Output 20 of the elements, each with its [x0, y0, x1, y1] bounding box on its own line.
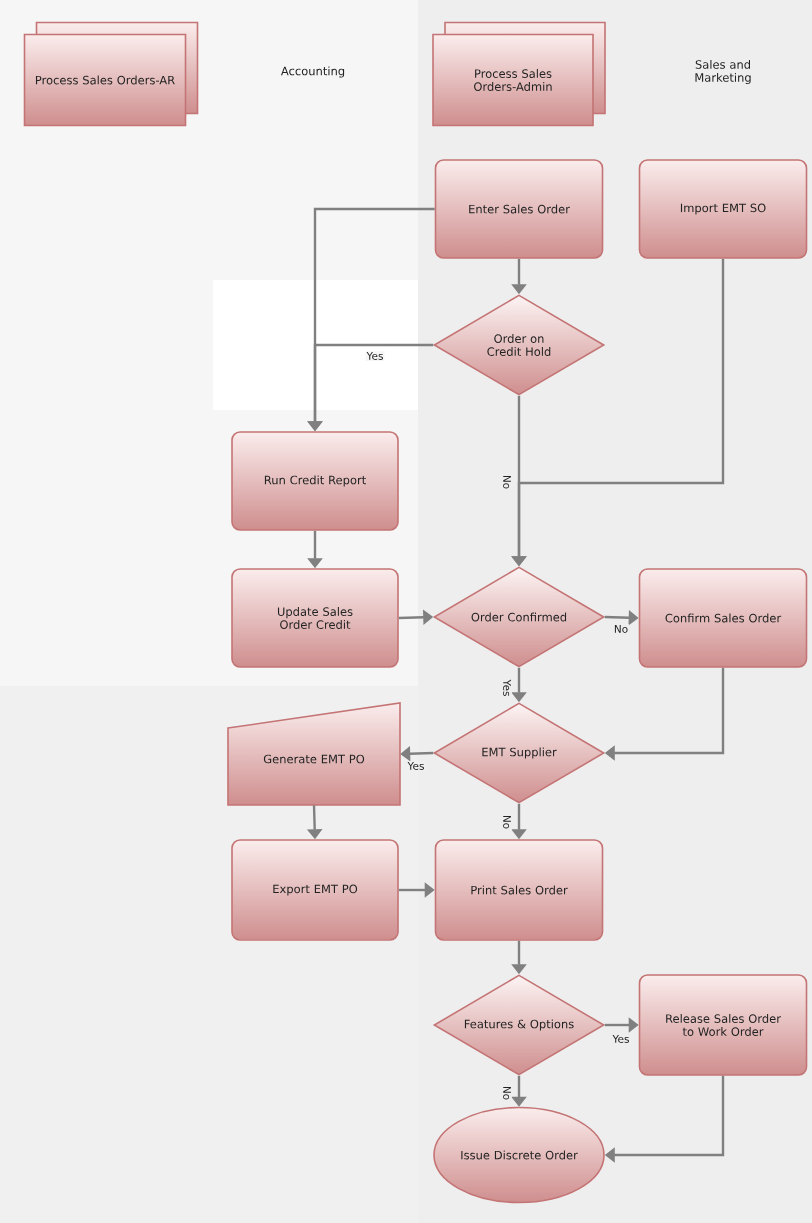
edge-label: No	[502, 813, 512, 831]
subprocess-box: Process Sales Orders-Admin	[432, 21, 606, 127]
process-box: Release Sales Order to Work Order	[638, 974, 808, 1076]
lane-header: Accounting	[281, 66, 345, 78]
process-box: Confirm Sales Order	[638, 568, 808, 668]
subprocess-box: Process Sales Orders-AR	[23, 21, 199, 127]
edge-label: Yes	[502, 678, 512, 698]
edge-label: Yes	[365, 351, 385, 361]
edge-label: Yes	[406, 761, 426, 771]
edge-label: Yes	[611, 1034, 631, 1044]
process-box: Run Credit Report	[231, 431, 399, 531]
process-box: Export EMT PO	[231, 839, 399, 941]
edge-label: No	[502, 1084, 512, 1102]
process-box: Enter Sales Order	[434, 159, 604, 259]
process-box: Update Sales Order Credit	[231, 568, 399, 668]
lane-header: Sales and Marketing	[695, 59, 751, 85]
edge-label: No	[502, 473, 512, 491]
process-box: Import EMT SO	[638, 159, 808, 259]
process-box: Print Sales Order	[434, 839, 604, 941]
edge-label: No	[612, 624, 630, 634]
